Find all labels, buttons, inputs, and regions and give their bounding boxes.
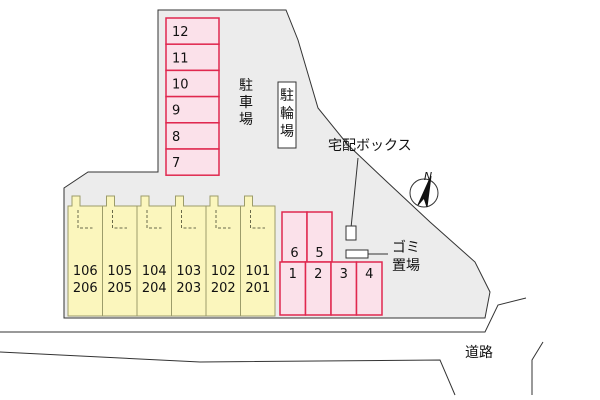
parking-space-number: 6 bbox=[290, 246, 298, 261]
unit-number-upper: 103 bbox=[176, 264, 201, 279]
bike-label-char: 駐 bbox=[280, 88, 294, 104]
bike-parking-box bbox=[277, 81, 297, 149]
parking-space bbox=[165, 148, 220, 176]
road-edge-lower bbox=[0, 351, 456, 396]
unit-number-lower: 206 bbox=[73, 281, 98, 296]
parking-label-char: 駐 bbox=[239, 78, 253, 94]
unit-stair-marker bbox=[112, 210, 127, 229]
delivery-box-label: 宅配ボックス bbox=[328, 138, 412, 154]
top-parking-column: 12 11 10 9 8 7 bbox=[165, 17, 220, 176]
road-label: 道路 bbox=[465, 345, 493, 361]
road-edge-right bbox=[531, 341, 544, 395]
delivery-box bbox=[345, 225, 357, 241]
parking-space-number: 7 bbox=[172, 156, 180, 171]
parking-space bbox=[165, 95, 220, 124]
unit-block bbox=[136, 195, 172, 317]
unit-block bbox=[240, 195, 276, 317]
parking-space bbox=[165, 122, 220, 150]
unit-number-upper: 101 bbox=[245, 264, 270, 279]
garbage-label-line2: 置場 bbox=[392, 258, 420, 274]
unit-number-upper: 105 bbox=[107, 264, 132, 279]
unit-number-upper: 102 bbox=[211, 264, 236, 279]
parking-space-number: 5 bbox=[315, 246, 323, 261]
unit-number-lower: 204 bbox=[142, 281, 167, 296]
road-edge-upper bbox=[0, 297, 527, 333]
unit-number-lower: 203 bbox=[176, 281, 201, 296]
parking-space-number: 8 bbox=[172, 130, 180, 145]
unit-number-upper: 104 bbox=[142, 264, 167, 279]
compass-letter: N bbox=[424, 170, 432, 183]
unit-block bbox=[205, 195, 241, 317]
parking-label: 駐 車 場 bbox=[239, 78, 253, 128]
unit-block bbox=[102, 195, 138, 317]
parking-space bbox=[165, 69, 220, 98]
unit-stair-marker bbox=[77, 210, 93, 229]
unit-number-lower: 202 bbox=[211, 281, 236, 296]
parking-space-number: 4 bbox=[365, 267, 373, 282]
unit-block bbox=[67, 195, 103, 317]
unit-number-lower: 205 bbox=[107, 281, 132, 296]
parking-space-number: 2 bbox=[314, 267, 322, 282]
parking-space-number: 10 bbox=[172, 78, 189, 93]
parking-space-number: 11 bbox=[172, 51, 189, 66]
parking-space bbox=[355, 261, 383, 316]
bike-parking-label: 駐 輪 場 bbox=[280, 88, 294, 140]
unit-number-upper: 106 bbox=[73, 264, 98, 279]
parking-space-number: 1 bbox=[289, 267, 297, 282]
unit-number-lower: 201 bbox=[245, 281, 270, 296]
unit-stair-marker bbox=[250, 210, 265, 229]
garbage-label-line1: ゴミ bbox=[392, 239, 420, 256]
parking-label-char: 車 bbox=[239, 94, 253, 111]
parking-space bbox=[165, 43, 220, 72]
unit-stair-marker bbox=[181, 210, 196, 229]
parking-space-number: 12 bbox=[172, 25, 189, 40]
unit-block bbox=[171, 195, 207, 317]
compass-icon: N bbox=[409, 170, 439, 208]
parking-label-char: 場 bbox=[239, 112, 253, 128]
right-parking-area: 6 5 1 2 3 4 bbox=[279, 211, 383, 316]
delivery-box-pointer bbox=[350, 157, 359, 229]
parking-space bbox=[165, 17, 220, 45]
unit-stair-marker bbox=[146, 210, 162, 229]
bike-label-char: 場 bbox=[280, 124, 294, 140]
parking-space bbox=[281, 211, 308, 263]
parking-space-number: 9 bbox=[172, 104, 180, 119]
bike-label-char: 輪 bbox=[280, 105, 294, 122]
unit-stair-marker bbox=[215, 210, 231, 229]
residential-units: 106 206 105 205 104 204 103 203 102 202 101 201 bbox=[67, 195, 276, 317]
garbage-area-box bbox=[345, 249, 369, 259]
parking-space-number: 3 bbox=[340, 267, 348, 282]
